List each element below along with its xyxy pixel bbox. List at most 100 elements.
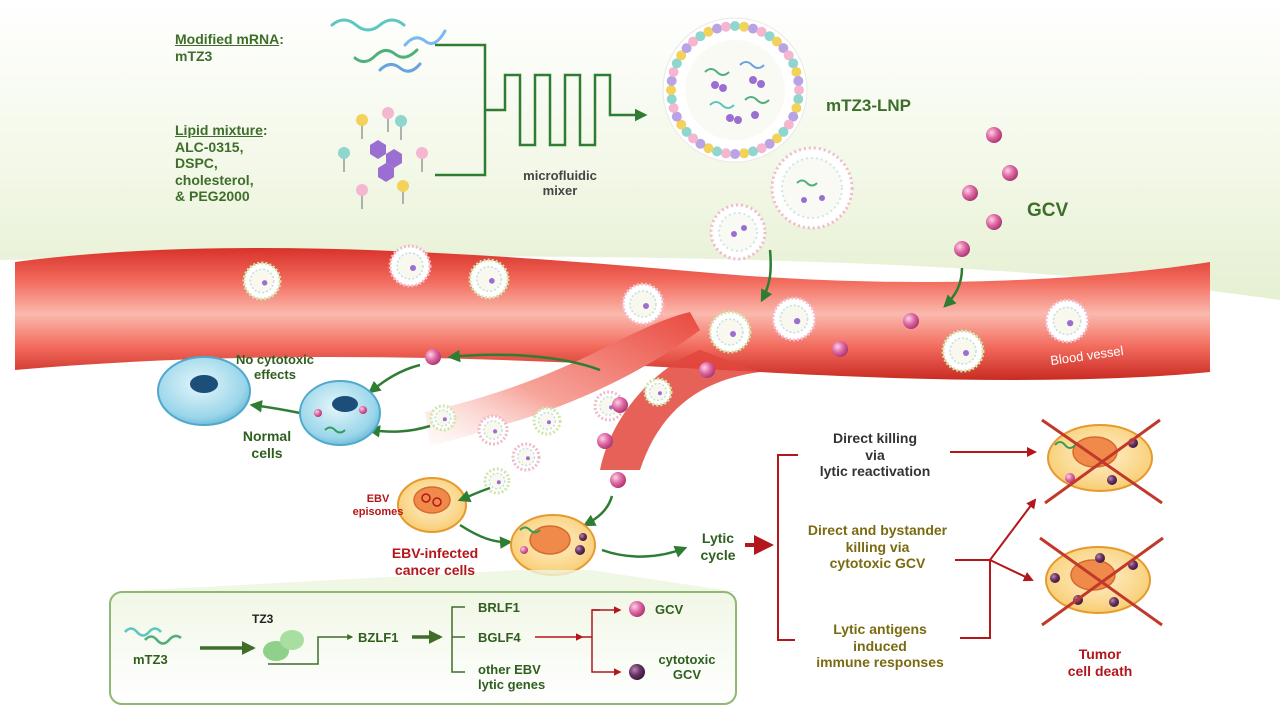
pathway-bglf4: BGLF4: [478, 630, 521, 645]
cytotoxic-gcv-icon: [629, 664, 645, 680]
arrow-lnp-to-ebv-cell: [457, 486, 491, 503]
unaffected-normal-cell: [157, 356, 251, 426]
cytotoxic-line1: cytotoxic: [658, 652, 716, 667]
mixer-line1: microfluidic: [523, 168, 597, 183]
lipid-head: [676, 119, 687, 130]
mixer-bracket: [435, 43, 645, 177]
cancer-line1: EBV-infected: [391, 545, 479, 561]
mrna-strands-icon: [330, 18, 447, 73]
lipid-head: [783, 50, 794, 61]
lipid-head: [703, 143, 714, 154]
lipid-head: [681, 43, 692, 54]
antigen-line3: immune responses: [816, 654, 944, 671]
lipid-head: [771, 133, 782, 144]
pathway-cytotoxic-gcv: cytotoxic GCV: [652, 652, 722, 683]
panel-connector: [110, 570, 738, 592]
lipid-title: Lipid mixture: [175, 122, 263, 138]
bystander-line3: cytotoxic GCV: [829, 555, 926, 572]
lipid-item: DSPC,: [175, 155, 218, 172]
pathway-other-genes: other EBV lytic genes: [478, 662, 545, 693]
vessel-gcv-balls: [425, 313, 919, 488]
antigen-line2: induced: [853, 637, 907, 654]
lnp-particle: [477, 414, 509, 446]
lnp-large-icon: [662, 17, 808, 163]
lipid-head: [756, 26, 767, 37]
lipid-head: [788, 58, 799, 69]
arrow-to-gcv-ball: [447, 349, 601, 372]
background-top: [0, 0, 1280, 300]
mrna-title: Modified mRNA: [175, 31, 280, 47]
lipid-head: [720, 148, 731, 159]
lipid-head: [681, 126, 692, 137]
other-line2: lytic genes: [478, 677, 546, 693]
gcv-balls-top: [954, 127, 1018, 257]
arrow-normal-cell-to-unaffected: [249, 400, 301, 415]
arrow-lnp-to-normal-cell: [367, 424, 431, 438]
lipid-head: [695, 138, 706, 149]
lipid-head: [671, 58, 682, 69]
lnp-particle: [483, 467, 511, 495]
direct-line3: lytic reactivation: [819, 463, 931, 480]
lytic-line2: cycle: [700, 546, 736, 563]
lnp-particle: [771, 296, 817, 342]
normal-cells-label: Normal cells: [232, 428, 302, 461]
cross-mark-icon: [1039, 536, 1164, 627]
mixer-label: microfluidic mixer: [505, 168, 615, 199]
gcv-label: GCV: [1027, 200, 1069, 221]
pathway-bzlf1: BZLF1: [358, 630, 399, 645]
normal-cells-line2: cells: [251, 444, 283, 461]
lipid-head: [748, 23, 758, 34]
tumor-line1: Tumor: [1078, 646, 1122, 662]
lipid-head: [739, 148, 750, 159]
lipid-head: [794, 85, 804, 95]
episomes-line1: EBV: [366, 493, 390, 505]
lipid-head: [671, 111, 682, 122]
mixer-line2: mixer: [542, 183, 578, 199]
cancer-cells-label: EBV-infected cancer cells: [375, 545, 495, 578]
dead-cell-top: [1041, 418, 1163, 505]
mechanism-bracket: [777, 454, 795, 641]
lnp-particle: [621, 282, 665, 326]
tumor-line2: cell death: [1067, 662, 1133, 679]
lipid-head: [764, 31, 775, 42]
pathway-mrna-icon: [124, 627, 182, 645]
cross-mark-icon: [1041, 418, 1163, 505]
lipid-head: [793, 75, 804, 86]
gene-bracket: [451, 606, 465, 673]
lipid-head: [739, 21, 750, 32]
mrna-label: Modified mRNA: mTZ3: [175, 31, 284, 64]
lnp-particle: [941, 329, 985, 373]
ebv-episome-cell: [397, 477, 467, 533]
bystander-bracket: [955, 559, 991, 639]
lipid-head: [676, 50, 687, 61]
lipid-head: [791, 67, 802, 77]
mrna-colon: :: [279, 31, 284, 47]
lnp-medium-icon: [770, 146, 854, 230]
lipid-head: [730, 149, 740, 159]
blood-vessel: [15, 248, 1210, 380]
lipid-colon: :: [262, 122, 268, 138]
lnp-particle: [643, 377, 673, 407]
lnp-particle: [1044, 298, 1090, 344]
lipid-head: [778, 43, 789, 54]
lipid-head: [712, 23, 722, 34]
lnp-particle: [708, 310, 752, 354]
arrow-to-dead-cell-bottom: [989, 559, 1034, 582]
lnp-particle: [388, 244, 432, 288]
mrna-name: mTZ3: [175, 47, 213, 64]
bystander-line2: killing via: [845, 538, 910, 555]
bystander-line1: Direct and bystander: [807, 522, 948, 538]
lnp-particle: [532, 406, 562, 436]
lipid-head: [793, 94, 804, 105]
gcv-ball-icon: [629, 601, 645, 617]
cancer-line2: cancer cells: [394, 561, 476, 578]
lipid-molecules-icon: [338, 107, 428, 209]
lnp-small-icon: [709, 203, 767, 261]
lipid-head: [695, 31, 706, 42]
lipid-head: [668, 103, 679, 113]
lipid-head: [666, 75, 677, 86]
lytic-cycle-label: Lytic cycle: [688, 530, 748, 563]
episomes-label: EBV episomes: [343, 493, 413, 519]
pathway-gcv: GCV: [655, 602, 684, 617]
